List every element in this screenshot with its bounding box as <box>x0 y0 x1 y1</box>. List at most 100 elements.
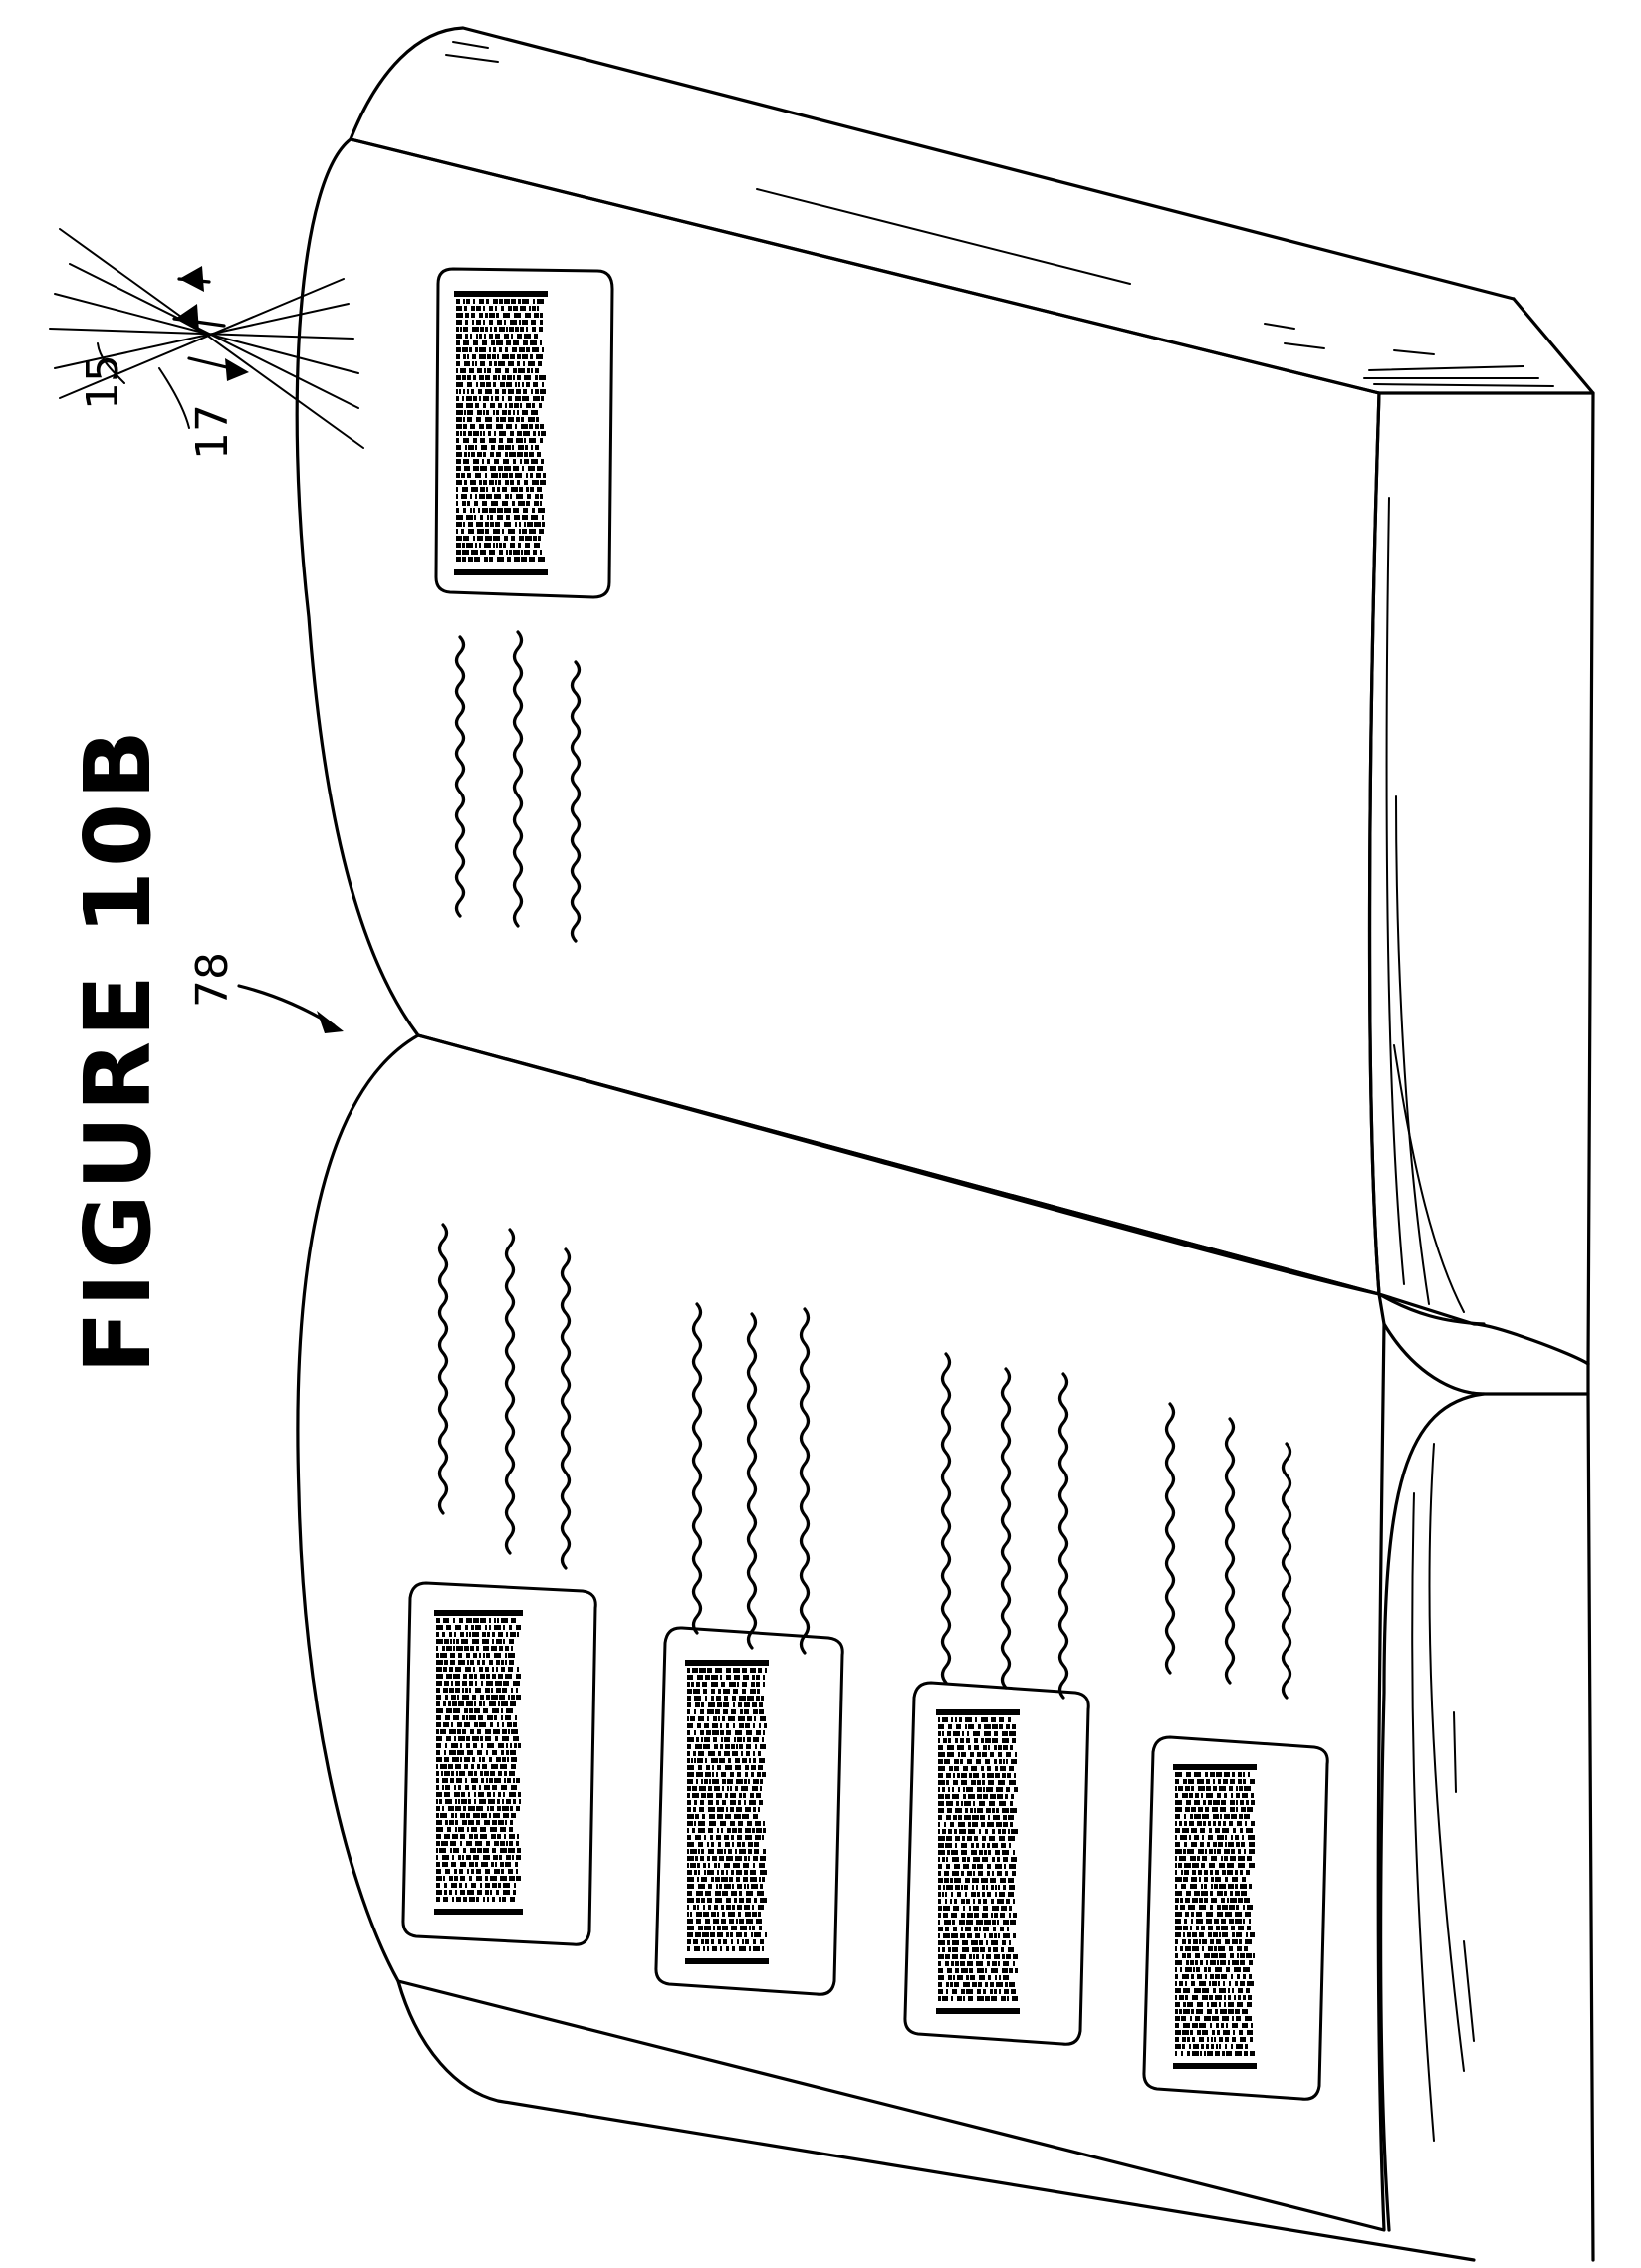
barcode-bar <box>763 1821 765 1826</box>
barcode-bar <box>745 1912 751 1917</box>
barcode-bar <box>477 1890 482 1895</box>
barcode-bar <box>1197 1856 1200 1861</box>
barcode-bar <box>479 354 486 359</box>
barcode-bar <box>942 1731 944 1736</box>
barcode-bar <box>1007 1996 1009 2001</box>
barcode-bar <box>465 1883 467 1888</box>
barcode-bar <box>704 1737 710 1742</box>
barcode-bar <box>987 1871 990 1876</box>
barcode-bar <box>1224 1856 1228 1861</box>
barcode-bar <box>713 1926 715 1930</box>
barcode-bar <box>690 1863 696 1868</box>
light-beams <box>49 228 364 449</box>
barcode-bar <box>1175 1821 1177 1826</box>
barcode-bar <box>456 382 463 387</box>
barcode-bar <box>961 1913 965 1918</box>
barcode-bar <box>1208 1800 1212 1805</box>
barcode-bar <box>457 1722 462 1727</box>
barcode-guard-bar <box>1173 1764 1257 1770</box>
barcode-bar <box>471 306 475 311</box>
page-edge-line <box>1428 1443 1465 2072</box>
barcode-bar <box>471 1883 476 1888</box>
barcode-bar <box>1223 1779 1228 1784</box>
barcode-bar <box>1213 1786 1217 1791</box>
barcode-bar <box>1212 1807 1218 1812</box>
barcode-bar <box>455 1667 461 1672</box>
barcode-bar <box>715 1709 720 1714</box>
barcode-bar <box>1175 2037 1179 2042</box>
barcode-bar <box>537 452 541 457</box>
barcode-bar <box>466 1736 470 1741</box>
barcode-bar <box>486 410 489 415</box>
barcode-bar <box>740 1926 747 1930</box>
barcode-bar <box>1213 1842 1217 1847</box>
barcode-bar <box>963 1906 965 1911</box>
barcode-bar <box>539 403 542 408</box>
barcode-bar <box>467 1890 474 1895</box>
barcode-bar <box>475 445 477 450</box>
barcode-bar <box>995 1892 997 1897</box>
barcode-bar <box>468 1820 474 1825</box>
barcode-bar <box>483 431 485 436</box>
barcode-bar <box>1190 1884 1197 1889</box>
barcode-bar <box>514 403 519 408</box>
barcode-bar <box>938 1745 943 1750</box>
barcode-bar <box>474 1674 477 1679</box>
barcode-bar <box>991 1717 996 1722</box>
barcode-bar <box>476 1646 479 1651</box>
barcode-bar <box>473 396 477 401</box>
barcode-bar <box>753 1863 755 1868</box>
barcode-bar <box>489 320 493 325</box>
barcode-bar <box>757 1772 761 1777</box>
barcode-bar <box>1008 1892 1014 1897</box>
barcode-bar <box>943 1933 950 1938</box>
barcode-bar <box>486 382 491 387</box>
barcode-bar <box>687 1898 694 1903</box>
barcode-bar <box>473 1855 479 1860</box>
barcode-bar <box>994 1731 998 1736</box>
barcode-bar <box>983 1906 988 1911</box>
barcode-bar <box>716 1696 721 1701</box>
barcode-bar <box>469 347 472 352</box>
barcode-bar <box>961 1871 964 1876</box>
barcode-bar <box>505 403 507 408</box>
barcode-bar <box>499 299 503 304</box>
barcode-bar <box>946 1836 952 1841</box>
barcode-bar <box>510 543 515 548</box>
barcode-bar <box>1210 1870 1213 1875</box>
barcode-bar <box>1236 1905 1239 1910</box>
barcode-bar <box>485 375 490 380</box>
barcode-bar <box>964 1801 971 1806</box>
barcode-bar <box>479 299 484 304</box>
barcode-bar <box>527 368 530 373</box>
barcode-bar <box>1217 1849 1221 1854</box>
barcode-bar <box>732 1946 735 1951</box>
barcode-bar <box>1217 2030 1220 2035</box>
barcode-bar <box>946 1982 949 1987</box>
barcode-bar <box>971 1850 977 1855</box>
barcode-bar <box>1004 1989 1009 1994</box>
barcode-bar <box>480 431 482 436</box>
barcode-bar <box>997 1899 1004 1904</box>
barcode-bar <box>971 1843 974 1848</box>
barcode-bar <box>951 1996 953 2001</box>
barcode-bar <box>705 1675 710 1680</box>
barcode-bar <box>462 550 469 555</box>
barcode-bar <box>1014 1773 1016 1778</box>
barcode-bar <box>1240 1870 1243 1875</box>
barcode-bar <box>494 431 496 436</box>
barcode-bar <box>1002 1738 1009 1743</box>
barcode-bar <box>462 1729 466 1734</box>
barcode-bar <box>760 1716 766 1721</box>
barcode-bar <box>473 299 475 304</box>
barcode-bar <box>1175 2002 1180 2007</box>
barcode-bar <box>511 1646 513 1651</box>
barcode-bar <box>442 1806 444 1811</box>
barcode-bar <box>479 347 486 352</box>
barcode-bar <box>1179 1995 1184 2000</box>
barcode-bar <box>946 1801 953 1806</box>
barcode-bar <box>727 1786 729 1791</box>
barcode-bar <box>477 1750 482 1755</box>
barcode-bar <box>1187 1953 1191 1958</box>
barcode-bar <box>1243 1905 1245 1910</box>
